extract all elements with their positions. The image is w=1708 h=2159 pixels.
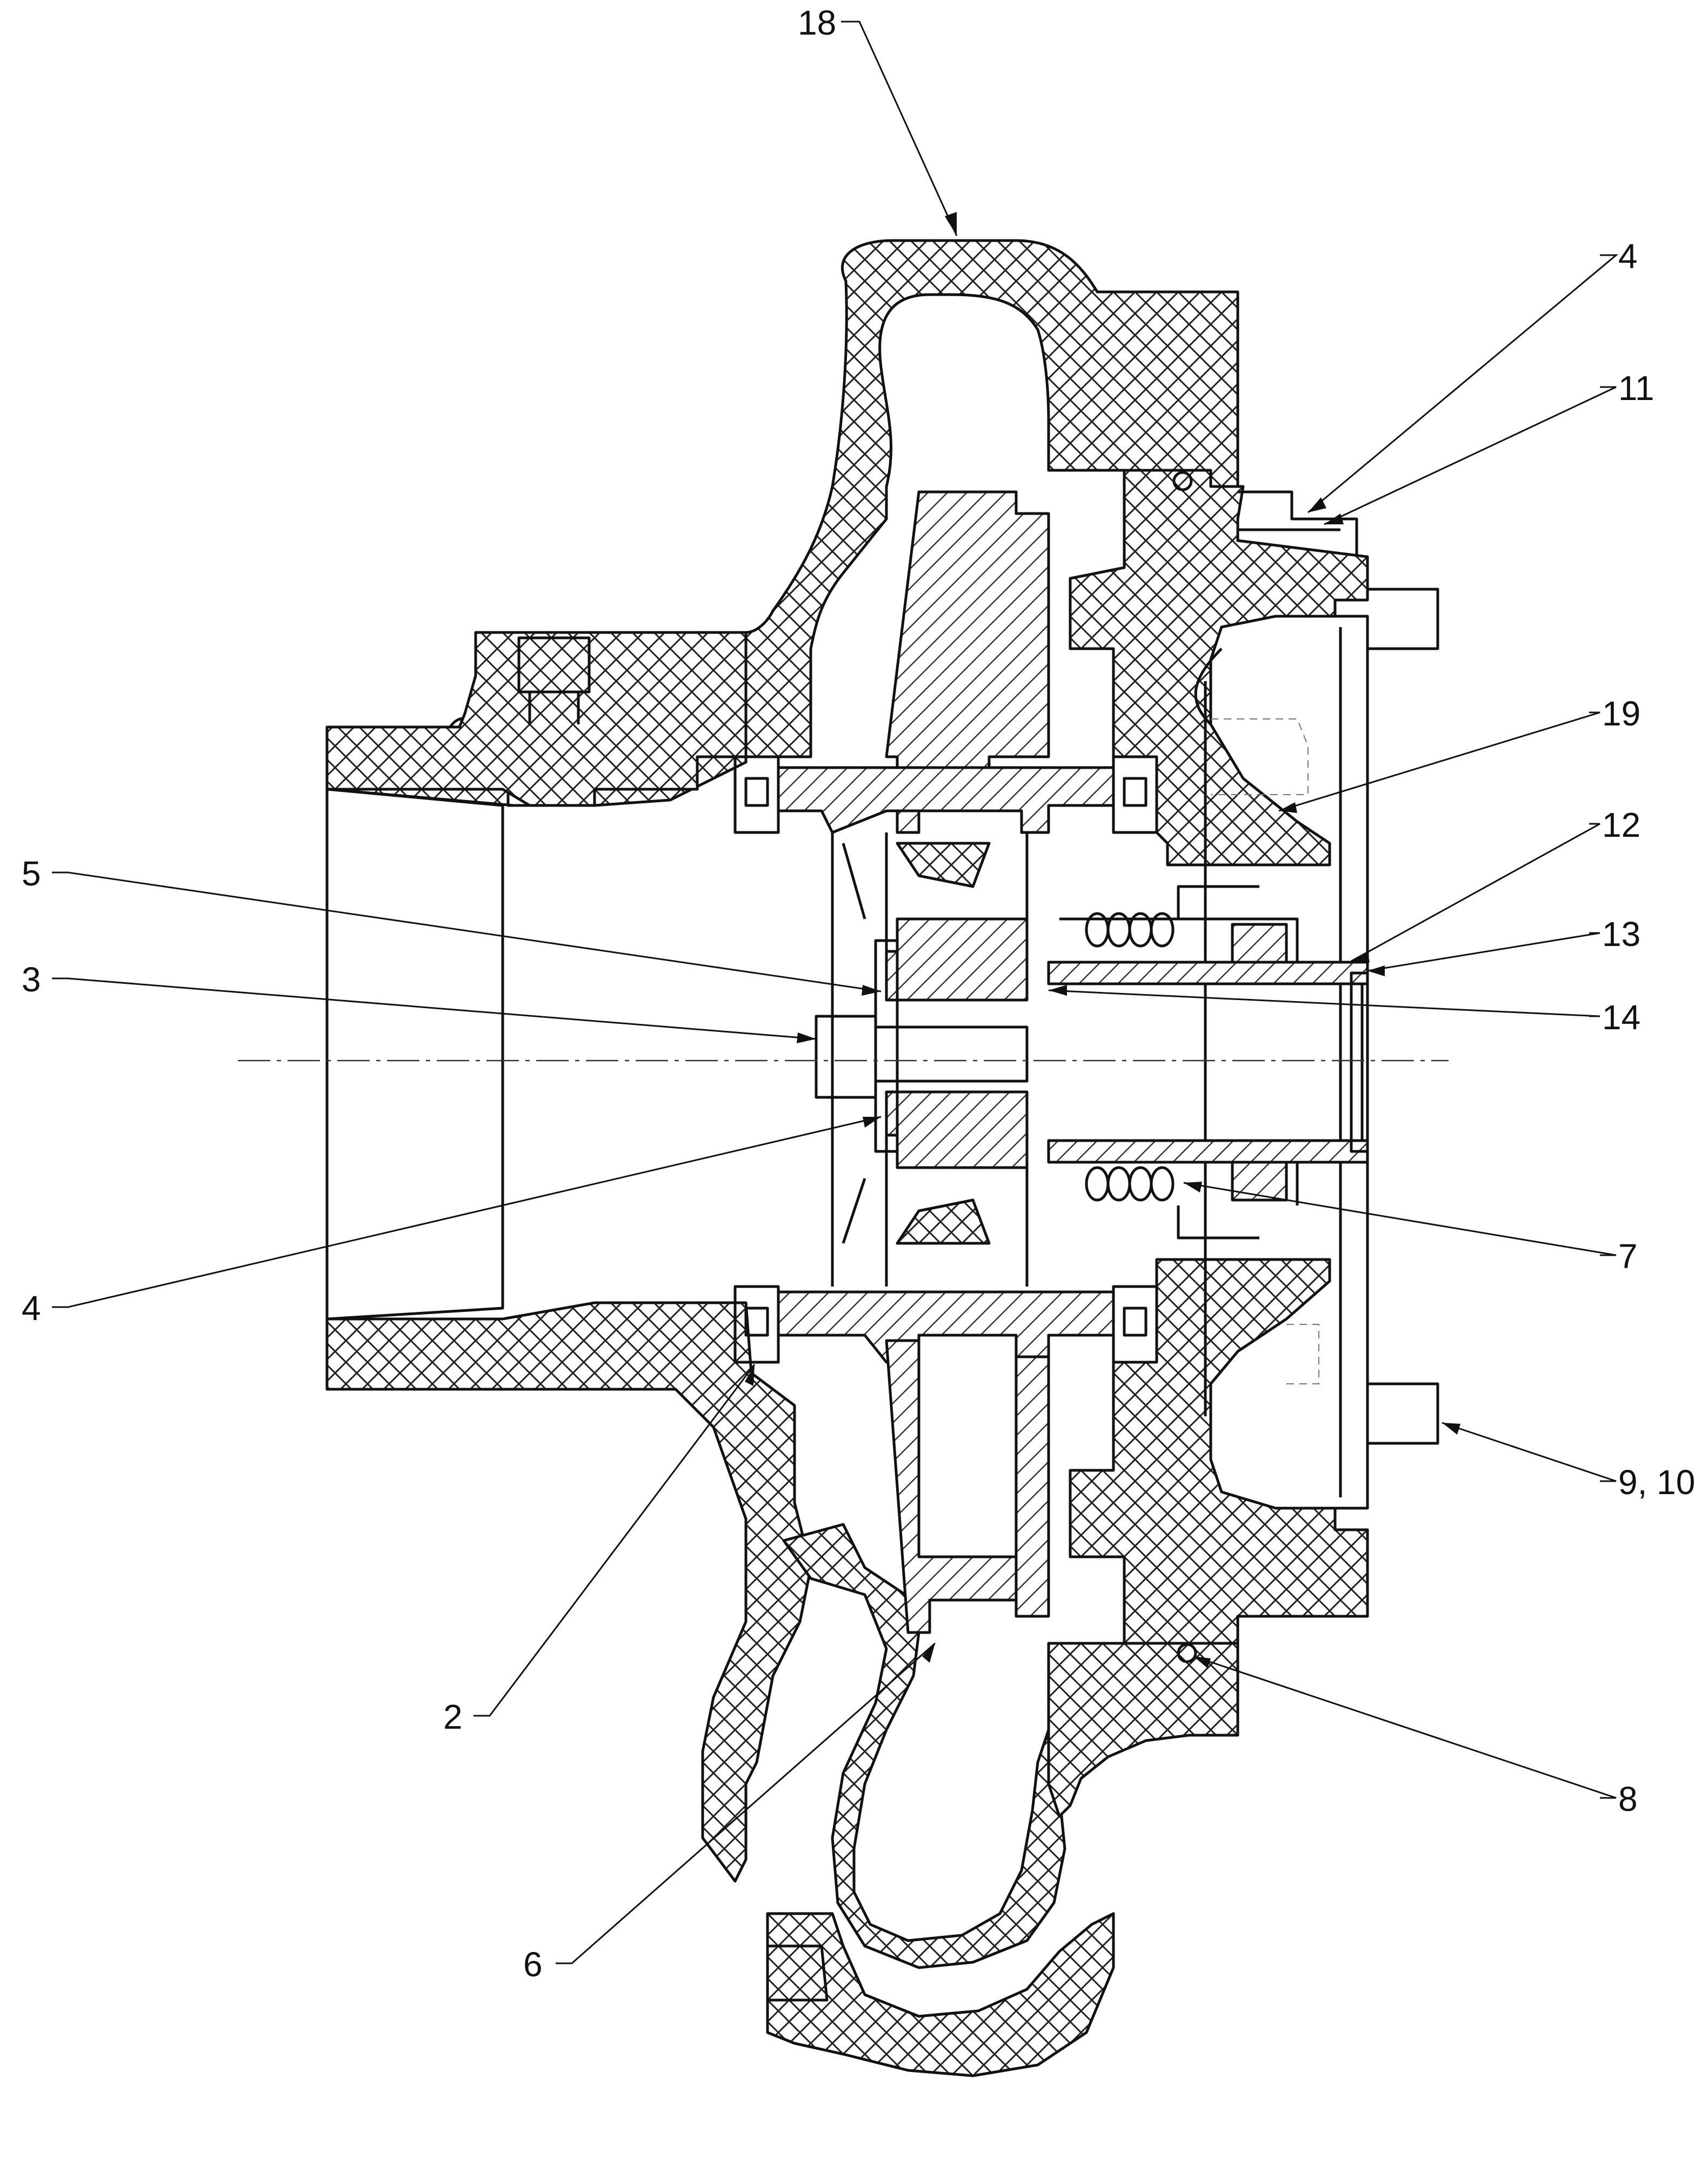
wear-ring-lower-right [1112,1285,1158,1364]
leader-8 [1193,1655,1617,1799]
leader-14 [1048,989,1600,1017]
impeller-bolt [815,1015,1029,1099]
leader-6 [556,1642,936,1964]
arrow-19 [1279,802,1297,813]
arrow-13 [1367,965,1385,976]
callout-11: 11 [1618,369,1654,408]
impeller-center-hub [885,917,1029,1169]
wear-ring-upper-left [733,755,780,834]
callout-19: 19 [1602,694,1640,733]
leader-4-top [1307,254,1619,514]
callout-14: 14 [1602,998,1640,1037]
back-cover-top-flange [1238,490,1358,557]
leader-13 [1367,932,1600,972]
impeller-lower-blade [885,1339,1050,1634]
arrow-4-left [863,1117,881,1128]
callout-13: 13 [1602,915,1640,954]
casing-bottom-plug [766,1944,829,2002]
seal-spring-housing-upper [1059,885,1299,962]
casing-inlet-bore [325,788,504,1321]
volute-casing [325,239,1239,2077]
callout-2: 2 [443,1697,463,1736]
casing-left-inlet-upper [325,631,748,807]
arrow-6 [922,1643,935,1663]
leader-9-10 [1442,1422,1617,1482]
seal-spring-coils-lower [1085,1166,1175,1202]
callout-9-10: 9, 10 [1618,1463,1695,1502]
seal-face-lower [1231,1161,1288,1202]
callout-labels: 18 4 11 19 12 5 13 3 14 4 7 9, 10 2 8 6 [22,3,1695,1984]
shaft-end-ring [1350,971,1369,1153]
leader-11 [1324,386,1617,525]
arrow-12 [1351,951,1370,962]
callout-4-top: 4 [1618,237,1638,276]
impeller-washer [874,939,899,1153]
leader-2 [473,1364,756,1717]
leader-arrowheads [745,212,1460,1668]
leader-lines [52,21,1619,1964]
callout-12: 12 [1602,805,1640,844]
casing-bottom-outlet [766,1912,1115,2077]
leader-18 [841,21,958,236]
leader-4-left [52,1116,882,1308]
arrow-3 [797,1032,816,1043]
casing-right-lower-flange [1047,1642,1239,1818]
back-cover-mounting-stud-lower [1367,1382,1439,1445]
shaft-sleeve-lower [1047,1139,1369,1164]
shaft-assembly [815,939,1369,1164]
impeller-shroud-lower [896,1198,991,1245]
shaft-body [1049,982,1364,1142]
callout-8: 8 [1618,1780,1638,1818]
o-ring-upper [1172,471,1193,491]
arrow-9-10 [1442,1423,1460,1435]
casing-drain-port [517,636,591,724]
callout-5: 5 [22,854,41,893]
back-cover-mounting-stud-upper [1367,588,1439,650]
arrow-11 [1324,514,1344,524]
o-rings [1172,471,1197,1663]
impeller-hub-lower [777,1290,1115,1364]
callout-4-left: 4 [22,1289,41,1328]
leader-19 [1278,711,1600,812]
o-ring-lower [1177,1643,1197,1663]
shaft-sleeve-upper [1047,961,1369,985]
impeller-eye-vanes [831,832,1029,1287]
impeller-hub-upper [777,766,1115,834]
callout-7: 7 [1618,1237,1638,1276]
callout-3: 3 [22,960,41,999]
arrow-2 [745,1364,755,1386]
callout-6: 6 [523,1945,543,1984]
leader-5 [52,871,882,992]
leader-12 [1351,823,1600,962]
back-cover-lower [1069,1258,1369,1645]
mechanical-seal [1059,885,1299,1240]
arrow-8 [1193,1656,1211,1668]
wear-ring-lower-left [733,1285,780,1364]
wear-ring-upper-right [1112,755,1158,834]
seal-spring-coils-upper [1085,912,1175,948]
leader-3 [52,977,817,1040]
leader-7 [1183,1182,1617,1256]
impeller [777,490,1115,1634]
back-cover [1069,469,1439,1645]
impeller-shroud-upper [896,842,991,888]
arrow-18 [945,212,957,236]
arrow-14 [1049,985,1067,996]
seal-spring-housing-lower [1059,1161,1299,1240]
back-cover-hidden-pockets [1211,718,1319,1384]
arrow-7 [1184,1182,1202,1192]
callout-18: 18 [798,3,836,42]
arrow-5 [862,985,881,996]
arrow-4-top [1308,497,1326,512]
seal-face-upper [1231,923,1288,964]
casing-left-inlet-lower [325,1301,812,1883]
